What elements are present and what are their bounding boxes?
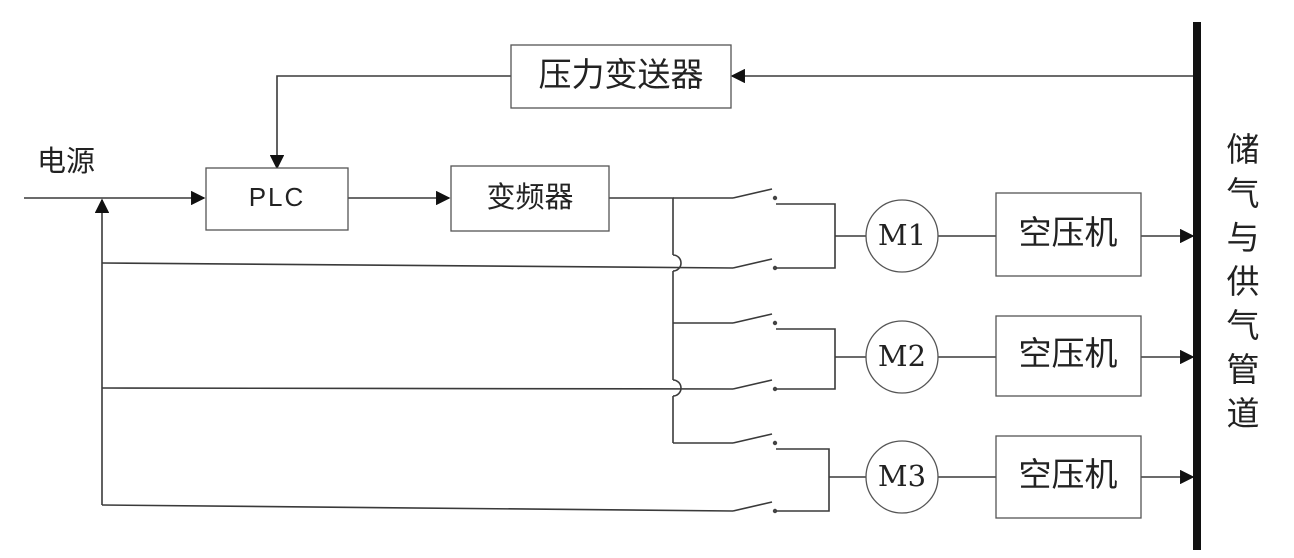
motor-m3-label: M3 [878,459,926,493]
compressor-1-box: 空压机 [995,192,1142,277]
motor-m1-label: M1 [878,218,926,252]
merge-m1 [776,203,836,269]
motor-m2: M2 [865,320,939,394]
compressor-2-box: 空压机 [995,315,1142,397]
mains-line-3 [101,504,734,512]
pipeline-char: 气 [1227,174,1260,213]
crossover-hump-2 [672,379,682,397]
feedback-line-plc [269,75,511,170]
pipeline-char: 气 [1227,306,1260,345]
compressor-1-label: 空压机 [1019,213,1118,252]
plc-box: PLC [205,167,349,231]
pipeline-char: 管 [1227,350,1260,389]
pipeline-char: 供 [1227,262,1260,301]
crossover-hump-1 [672,254,682,272]
pipeline-label: 储 气 与 供 气 管 道 [1227,130,1260,433]
pressure-transmitter-label: 压力变送器 [539,55,704,94]
mains-line-1 [101,262,734,269]
motor-m3: M3 [865,440,939,514]
compressor-3-label: 空压机 [1019,455,1118,494]
compressor-2-label: 空压机 [1019,334,1118,373]
plc-label: PLC [249,182,306,212]
motor-m2-label: M2 [878,339,926,373]
merge-m3 [776,448,830,512]
power-label: 电源 [37,144,95,178]
inverter-bus-top [609,197,674,255]
pressure-transmitter-box: 压力变送器 [510,44,732,109]
inverter-label: 变频器 [486,180,573,214]
switch-set [732,188,778,514]
compressor-3-box: 空压机 [995,435,1142,519]
pipeline-char: 储 [1227,130,1260,169]
pipeline-bar [1193,22,1201,550]
mains-line-2 [101,387,734,390]
merge-m2 [776,328,836,390]
motor-m1: M1 [865,199,939,273]
inverter-box: 变频器 [450,165,610,232]
pipeline-char: 道 [1227,394,1260,433]
pipeline-char: 与 [1227,218,1260,257]
